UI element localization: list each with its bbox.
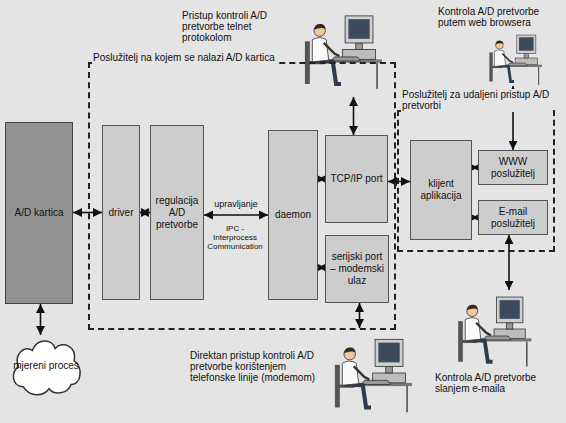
user-computer-illustration [300,2,382,97]
cloud-shape [13,341,80,395]
process-box: regulacija A/D pretvorbe [150,125,204,300]
box-label: serijski port – modemski ulaz [329,251,385,287]
user-caption: Pristup kontroli A/D pretvorbe telnet pr… [182,10,296,43]
box-label: WWW poslužitelj [482,156,544,180]
box-label: driver [108,207,133,219]
double-arrow-connector [508,235,510,290]
port-box: serijski port – modemski ulaz [325,235,389,303]
server-region: Poslužitelj za udaljeni pristup A/D pret… [397,110,555,252]
process-box: daemon [268,130,318,300]
connector-label: upravljanje [212,199,260,209]
box-label: E-mail poslužitelj [482,206,544,230]
box-label: regulacija A/D pretvorbe [154,195,200,231]
box-label: A/D kartica [15,207,64,219]
user-workstation: Pristup kontroli A/D pretvorbe telnet pr… [300,2,382,97]
double-arrow-connector [318,267,325,269]
user-computer-illustration [445,290,540,368]
double-arrow-connector [359,303,361,328]
user-computer-illustration [472,30,556,86]
box-label: TCP/IP port [330,173,382,185]
user-caption: Kontrola A/D pretvorbe slanjem e-maila [435,372,555,394]
process-cloud: mjereni proces [8,335,84,397]
box-label: daemon [275,209,311,221]
box-label: klijent aplikacija [414,178,468,202]
process-box: driver [102,125,140,300]
user-caption: Kontrola A/D pretvorbe putem web browser… [438,6,556,28]
double-arrow-connector [318,178,325,180]
double-arrow-connector [140,212,150,214]
server-box: E-mail poslužitelj [478,200,548,235]
user-workstation: Kontrola A/D pretvorbe putem web browser… [472,30,556,86]
hardware-card: A/D kartica [5,122,73,304]
region-heading: Poslužitelj za udaljeni pristup A/D pret… [401,89,553,112]
user-computer-illustration [330,328,412,418]
double-arrow-connector [353,97,355,135]
user-workstation: Direktan pristup kontroli A/D pretvorbe … [330,328,412,418]
server-region: Poslužitelj na kojem se nalazi A/D karti… [88,62,396,330]
double-arrow-connector [204,214,268,216]
box-label: mjereni proces [13,360,79,372]
port-box: TCP/IP port [325,135,388,223]
double-arrow-connector [388,181,410,183]
process-box: klijent aplikacija [410,140,472,240]
server-box: WWW poslužitelj [478,150,548,185]
double-arrow-connector [40,304,42,335]
annotation-label: IPC - Interprocess Communication [203,224,267,251]
region-heading: Poslužitelj na kojem se nalazi A/D karti… [92,52,276,64]
user-caption: Direktan pristup kontroli A/D pretvorbe … [190,350,326,383]
user-workstation: Kontrola A/D pretvorbe slanjem e-maila [445,290,540,368]
